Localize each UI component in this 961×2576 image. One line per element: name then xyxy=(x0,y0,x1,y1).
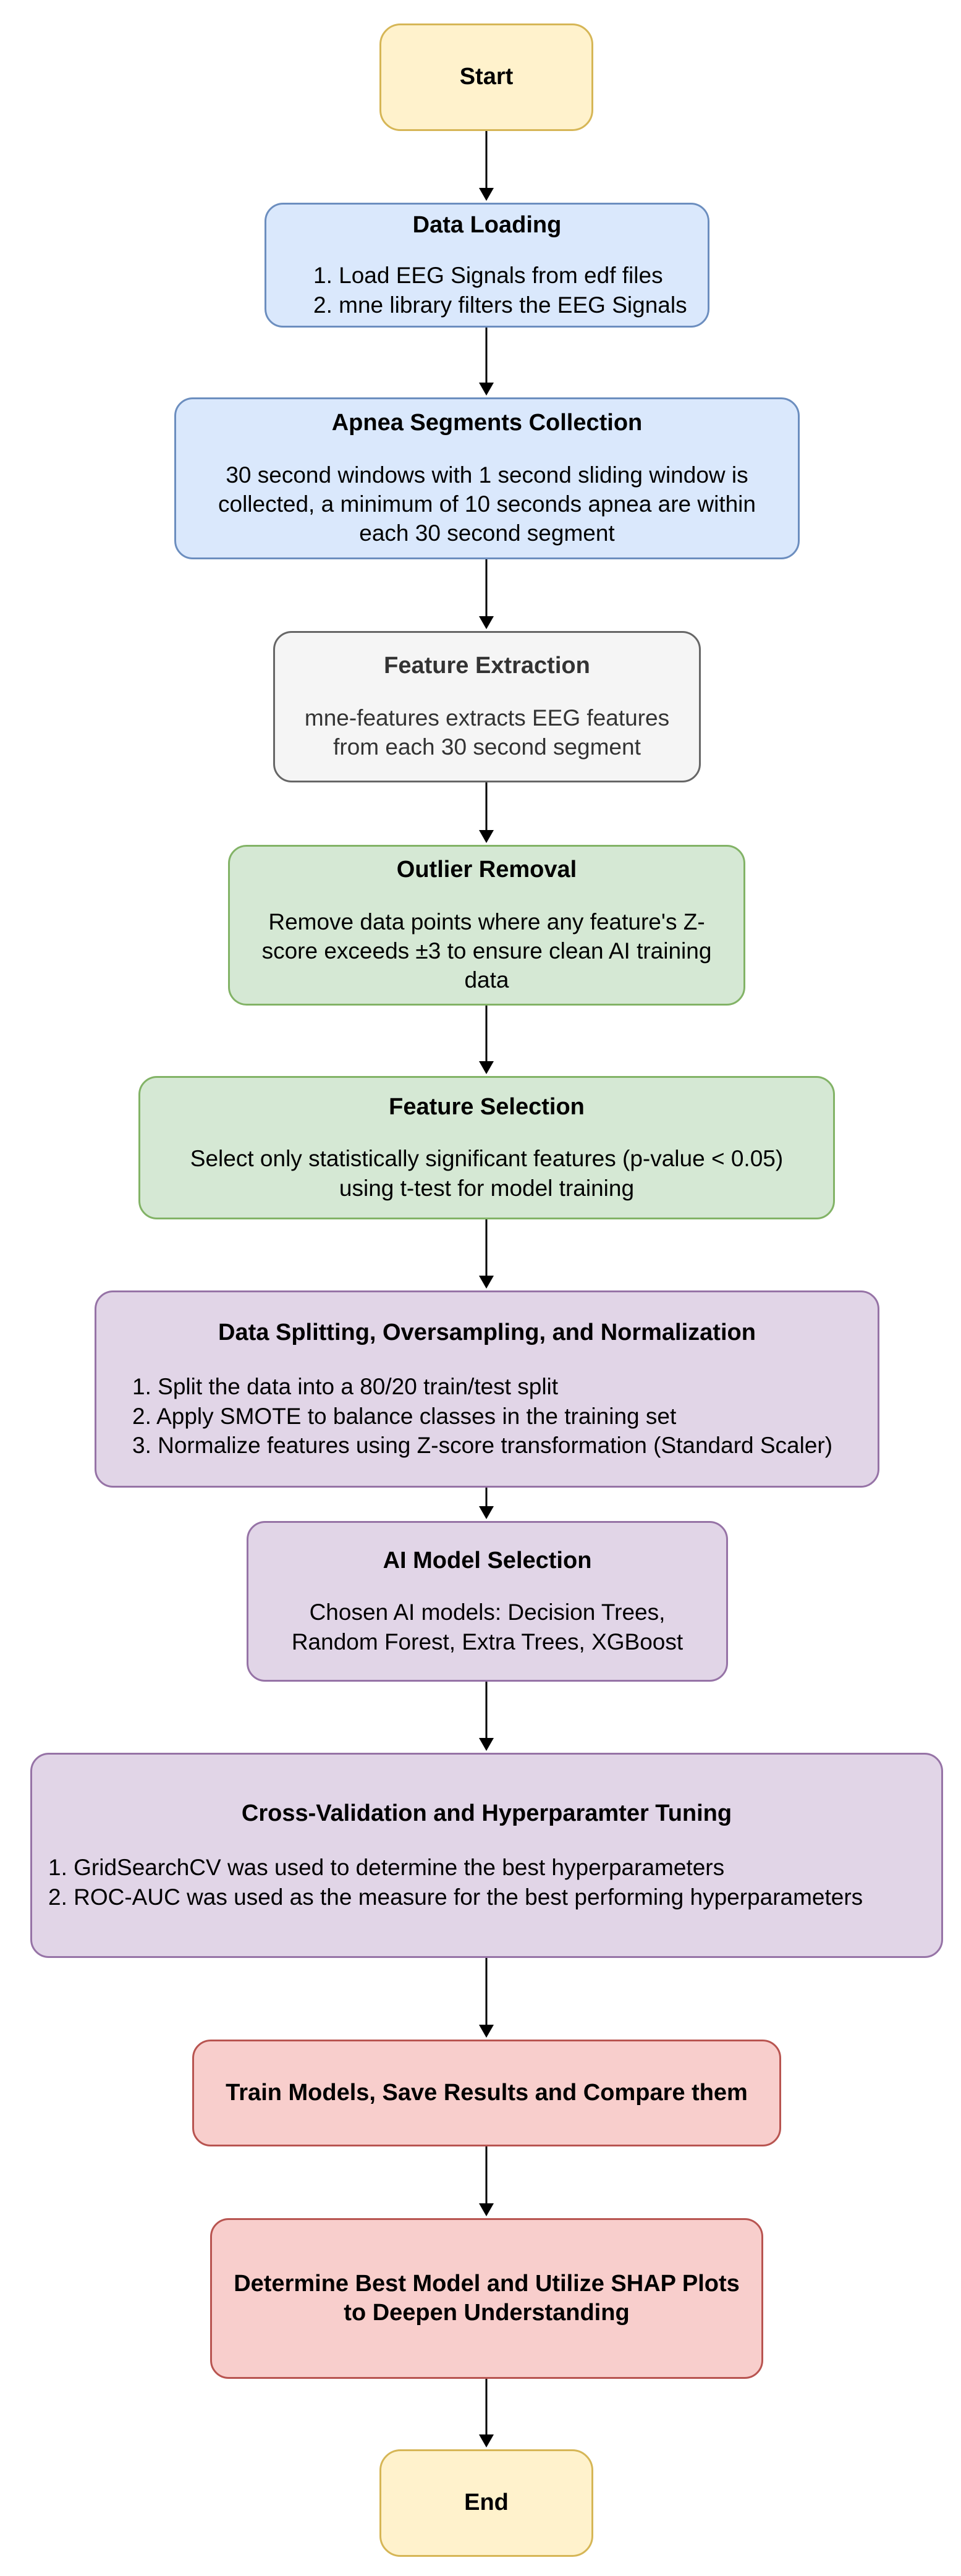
feature-extraction-title: Feature Extraction xyxy=(384,653,590,679)
shap-title-line-1: Determine Best Model and Utilize SHAP Pl… xyxy=(234,2270,740,2297)
data-loading-line-1: 1. Load EEG Signals from edf files xyxy=(313,263,663,289)
best-model-shap-title: Determine Best Model and Utilize SHAP Pl… xyxy=(234,2269,740,2328)
splitting-line-2: 2. Apply SMOTE to balance classes in the… xyxy=(132,1403,677,1429)
data-loading-node: Data Loading 1. Load EEG Signals from ed… xyxy=(265,203,709,328)
apnea-line-3: each 30 second segment xyxy=(359,520,615,546)
apnea-line-2: collected, a minimum of 10 seconds apnea… xyxy=(218,491,756,517)
apnea-segments-body: 30 second windows with 1 second sliding … xyxy=(218,460,756,548)
outlier-line-2: score exceeds ±3 to ensure clean AI trai… xyxy=(261,938,712,964)
shap-title-line-2: to Deepen Understanding xyxy=(344,2300,630,2326)
model-selection-node: AI Model Selection Chosen AI models: Dec… xyxy=(247,1521,728,1682)
best-model-shap-node: Determine Best Model and Utilize SHAP Pl… xyxy=(210,2218,763,2379)
model-selection-body: Chosen AI models: Decision Trees, Random… xyxy=(292,1598,683,1656)
feature-selection-body: Select only statistically significant fe… xyxy=(190,1144,783,1203)
data-splitting-body: 1. Split the data into a 80/20 train/tes… xyxy=(108,1372,866,1460)
outlier-line-1: Remove data points where any feature's Z… xyxy=(268,909,705,934)
feature-extraction-body: mne-features extracts EEG features from … xyxy=(305,703,669,762)
train-models-node: Train Models, Save Results and Compare t… xyxy=(192,2040,781,2146)
outlier-removal-title: Outlier Removal xyxy=(396,857,577,883)
feature-selection-title: Feature Selection xyxy=(389,1093,585,1120)
feature-selection-line-1: Select only statistically significant fe… xyxy=(190,1146,784,1172)
outlier-line-3: data xyxy=(464,967,509,993)
cv-line-1: 1. GridSearchCV was used to determine th… xyxy=(48,1855,725,1881)
end-node: End xyxy=(379,2449,593,2557)
cross-validation-body: 1. GridSearchCV was used to determine th… xyxy=(43,1853,930,1912)
cross-validation-node: Cross-Validation and Hyperparamter Tunin… xyxy=(30,1753,943,1958)
model-selection-line-2: Random Forest, Extra Trees, XGBoost xyxy=(291,1629,684,1654)
data-loading-line-2: 2. mne library filters the EEG Signals xyxy=(313,292,687,318)
train-models-title: Train Models, Save Results and Compare t… xyxy=(226,2079,748,2106)
data-loading-title: Data Loading xyxy=(412,211,562,238)
apnea-segments-title: Apnea Segments Collection xyxy=(331,410,643,436)
cv-line-2: 2. ROC-AUC was used as the measure for t… xyxy=(48,1884,863,1910)
cross-validation-title: Cross-Validation and Hyperparamter Tunin… xyxy=(241,1800,732,1826)
data-loading-body: 1. Load EEG Signals from edf files 2. mn… xyxy=(277,261,696,320)
feature-extraction-line-2: from each 30 second segment xyxy=(333,734,641,760)
splitting-line-3: 3. Normalize features using Z-score tran… xyxy=(132,1432,833,1458)
outlier-removal-node: Outlier Removal Remove data points where… xyxy=(228,845,745,1006)
feature-selection-node: Feature Selection Select only statistica… xyxy=(138,1076,835,1219)
apnea-segments-node: Apnea Segments Collection 30 second wind… xyxy=(174,397,800,559)
apnea-line-1: 30 second windows with 1 second sliding … xyxy=(226,462,748,488)
start-title: Start xyxy=(459,64,514,90)
start-node: Start xyxy=(379,23,593,131)
outlier-removal-body: Remove data points where any feature's Z… xyxy=(262,907,712,995)
model-selection-title: AI Model Selection xyxy=(383,1547,592,1574)
splitting-line-1: 1. Split the data into a 80/20 train/tes… xyxy=(132,1374,559,1400)
feature-extraction-line-1: mne-features extracts EEG features xyxy=(304,705,670,731)
data-splitting-title: Data Splitting, Oversampling, and Normal… xyxy=(218,1319,756,1345)
model-selection-line-1: Chosen AI models: Decision Trees, xyxy=(309,1599,666,1625)
feature-selection-line-2: using t-test for model training xyxy=(339,1175,635,1201)
feature-extraction-node: Feature Extraction mne-features extracts… xyxy=(273,631,701,782)
end-title: End xyxy=(464,2489,509,2516)
data-splitting-node: Data Splitting, Oversampling, and Normal… xyxy=(95,1290,879,1488)
